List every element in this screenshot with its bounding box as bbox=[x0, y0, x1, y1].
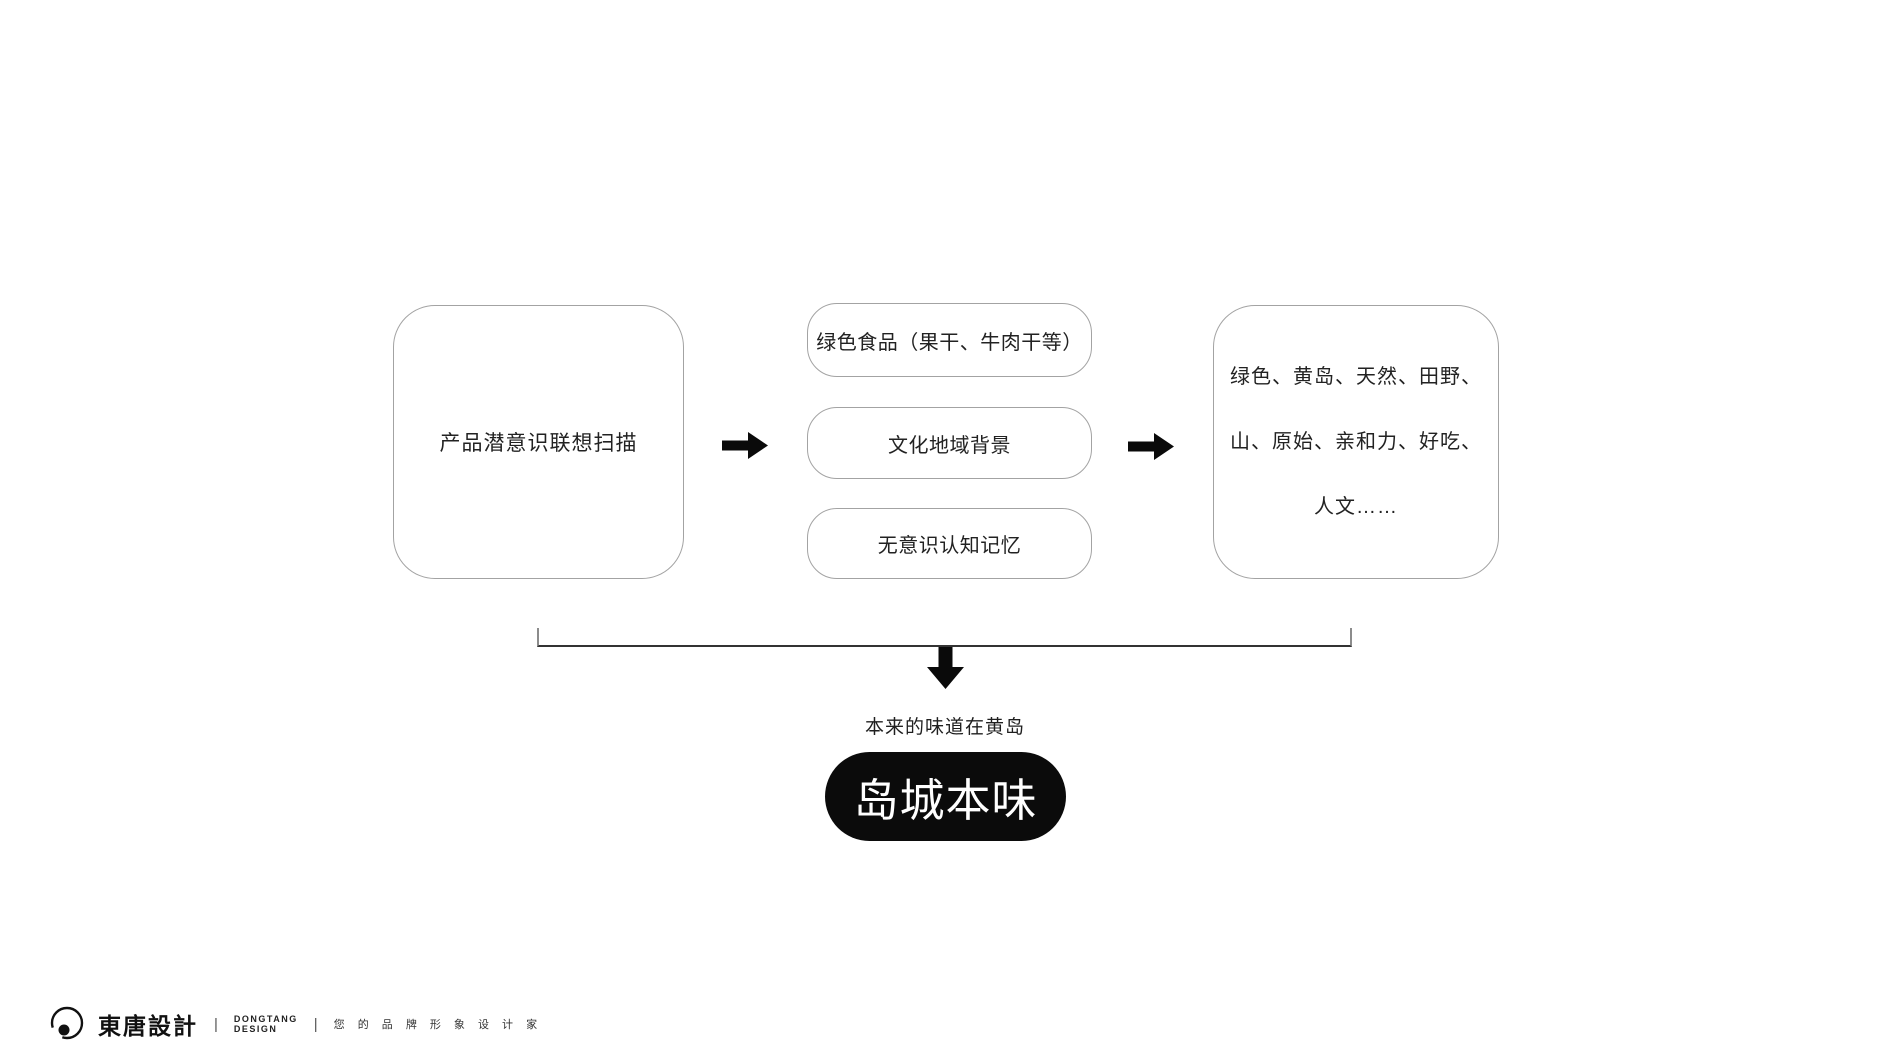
footer-logo-name-en: DONGTANG DESIGN bbox=[234, 1014, 298, 1034]
dongtang-logo-icon bbox=[50, 1006, 84, 1040]
footer-brand: 東唐設計 | DONGTANG DESIGN | 您 的 品 牌 形 象 设 计… bbox=[49, 1004, 542, 1044]
middle-box-culture-region: 文化地域背景 bbox=[807, 407, 1092, 479]
middle-box-label: 文化地域背景 bbox=[888, 434, 1011, 457]
footer-tagline: 您 的 品 牌 形 象 设 计 家 bbox=[333, 1019, 543, 1031]
middle-box-green-food: 绿色食品（果干、牛肉干等） bbox=[807, 303, 1092, 377]
arrow-right-icon bbox=[722, 432, 768, 459]
left-source-box-label: 产品潜意识联想扫描 bbox=[439, 432, 638, 455]
footer-divider: | bbox=[313, 1015, 318, 1033]
conclusion-badge-label: 岛城本味 bbox=[853, 775, 1038, 826]
conclusion-caption: 本来的味道在黄岛 bbox=[864, 717, 1025, 738]
footer-logo-name: 東唐設計 bbox=[98, 1013, 198, 1039]
middle-box-unconscious-memory: 无意识认知记忆 bbox=[807, 508, 1092, 579]
right-result-box: 绿色、黄岛、天然、田野、 山、原始、亲和力、好吃、 人文…… bbox=[1213, 305, 1499, 579]
middle-box-label: 绿色食品（果干、牛肉干等） bbox=[816, 331, 1083, 354]
arrow-down-icon bbox=[927, 647, 964, 689]
middle-box-label: 无意识认知记忆 bbox=[877, 535, 1022, 557]
footer-logo-en-line1: DONGTANG bbox=[233, 1014, 298, 1024]
right-result-line: 绿色、黄岛、天然、田野、 bbox=[1230, 365, 1482, 388]
gather-bracket bbox=[537, 628, 1352, 647]
footer-divider: | bbox=[214, 1015, 218, 1033]
right-result-line: 人文…… bbox=[1314, 495, 1398, 518]
footer-logo-en-line2: DESIGN bbox=[233, 1024, 278, 1034]
left-source-box: 产品潜意识联想扫描 bbox=[393, 305, 684, 579]
right-result-line: 山、原始、亲和力、好吃、 bbox=[1230, 430, 1482, 453]
arrow-right-icon bbox=[1128, 433, 1174, 460]
conclusion-badge: 岛城本味 bbox=[825, 752, 1066, 841]
